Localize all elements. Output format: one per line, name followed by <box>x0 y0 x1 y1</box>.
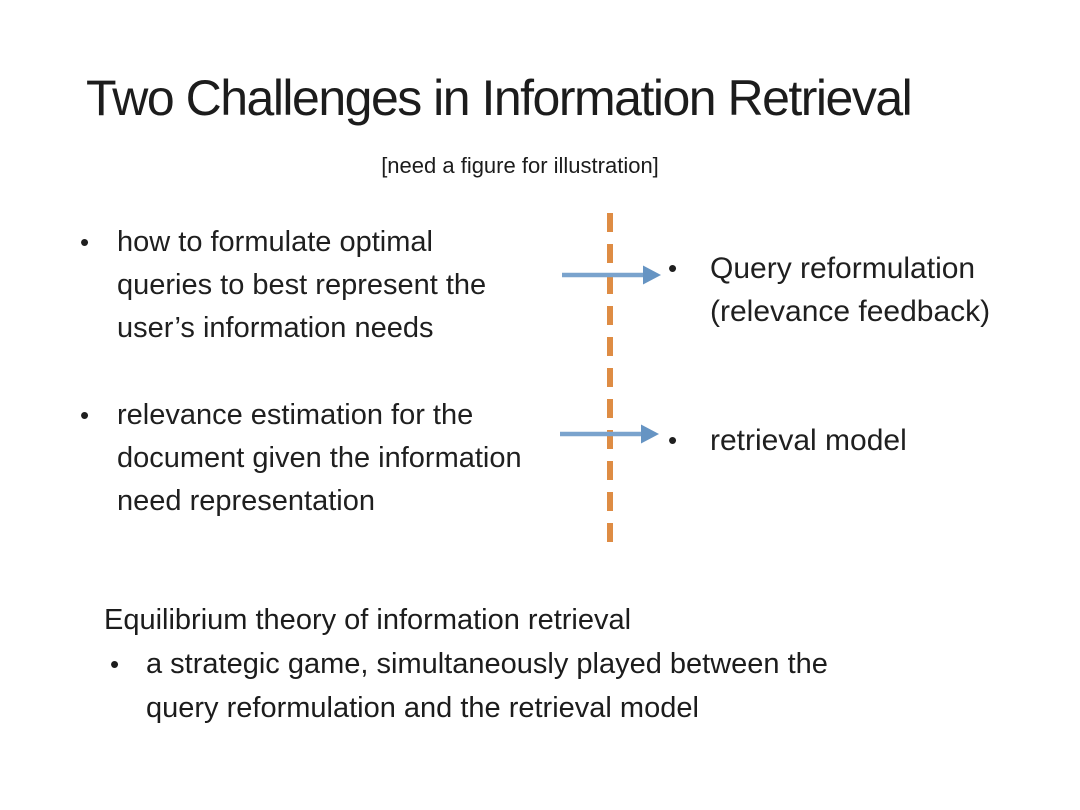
left-bullet-list: • how to formulate optimal queries to be… <box>80 221 610 567</box>
slide-subtitle-note: [need a figure for illustration] <box>381 153 659 178</box>
arrow-right-icon <box>562 265 661 285</box>
list-item: • Query reformulation (relevance feedbac… <box>668 247 1058 333</box>
bullet-dot: • <box>80 227 90 257</box>
list-item: • relevance estimation for the document … <box>80 394 610 523</box>
page-title: Two Challenges in Information Retrieval <box>86 70 913 126</box>
list-item: • a strategic game, simultaneously playe… <box>104 642 984 730</box>
bullet-text-line: Query reformulation <box>710 252 976 285</box>
bullet-text: retrieval model <box>710 419 1058 462</box>
bullet-text-line: document given the information <box>117 442 522 474</box>
bullet-dot: • <box>80 400 90 430</box>
bullet-text-line: need representation <box>117 485 375 517</box>
dashed-divider-line <box>607 213 613 551</box>
arrow-right-icon <box>560 424 659 444</box>
bottom-heading: Equilibrium theory of information retrie… <box>104 604 632 636</box>
bullet-text: relevance estimation for the document gi… <box>117 394 610 523</box>
bullet-dot: • <box>110 649 120 679</box>
bullet-dot: • <box>668 253 678 283</box>
bottom-summary-block: Equilibrium theory of information retrie… <box>104 598 984 730</box>
bullet-text-line: query reformulation and the retrieval mo… <box>146 692 699 724</box>
bullet-text: a strategic game, simultaneously played … <box>146 642 984 730</box>
bullet-text-line: a strategic game, simultaneously played … <box>146 648 828 680</box>
bullet-text-line: retrieval model <box>710 424 907 457</box>
bullet-text-line: user’s information needs <box>117 312 434 344</box>
right-bullet-list: • Query reformulation (relevance feedbac… <box>668 247 1058 462</box>
bullet-text-line: queries to best represent the <box>117 269 487 301</box>
bullet-text-line: (relevance feedback) <box>710 295 991 328</box>
bullet-text-line: relevance estimation for the <box>117 399 474 431</box>
bullet-text: how to formulate optimal queries to best… <box>117 221 610 350</box>
bullet-dot: • <box>668 425 678 455</box>
bullet-text-line: how to formulate optimal <box>117 226 433 258</box>
list-item: • retrieval model <box>668 419 1058 462</box>
bullet-text: Query reformulation (relevance feedback) <box>710 247 1058 333</box>
list-item: • how to formulate optimal queries to be… <box>80 221 610 350</box>
